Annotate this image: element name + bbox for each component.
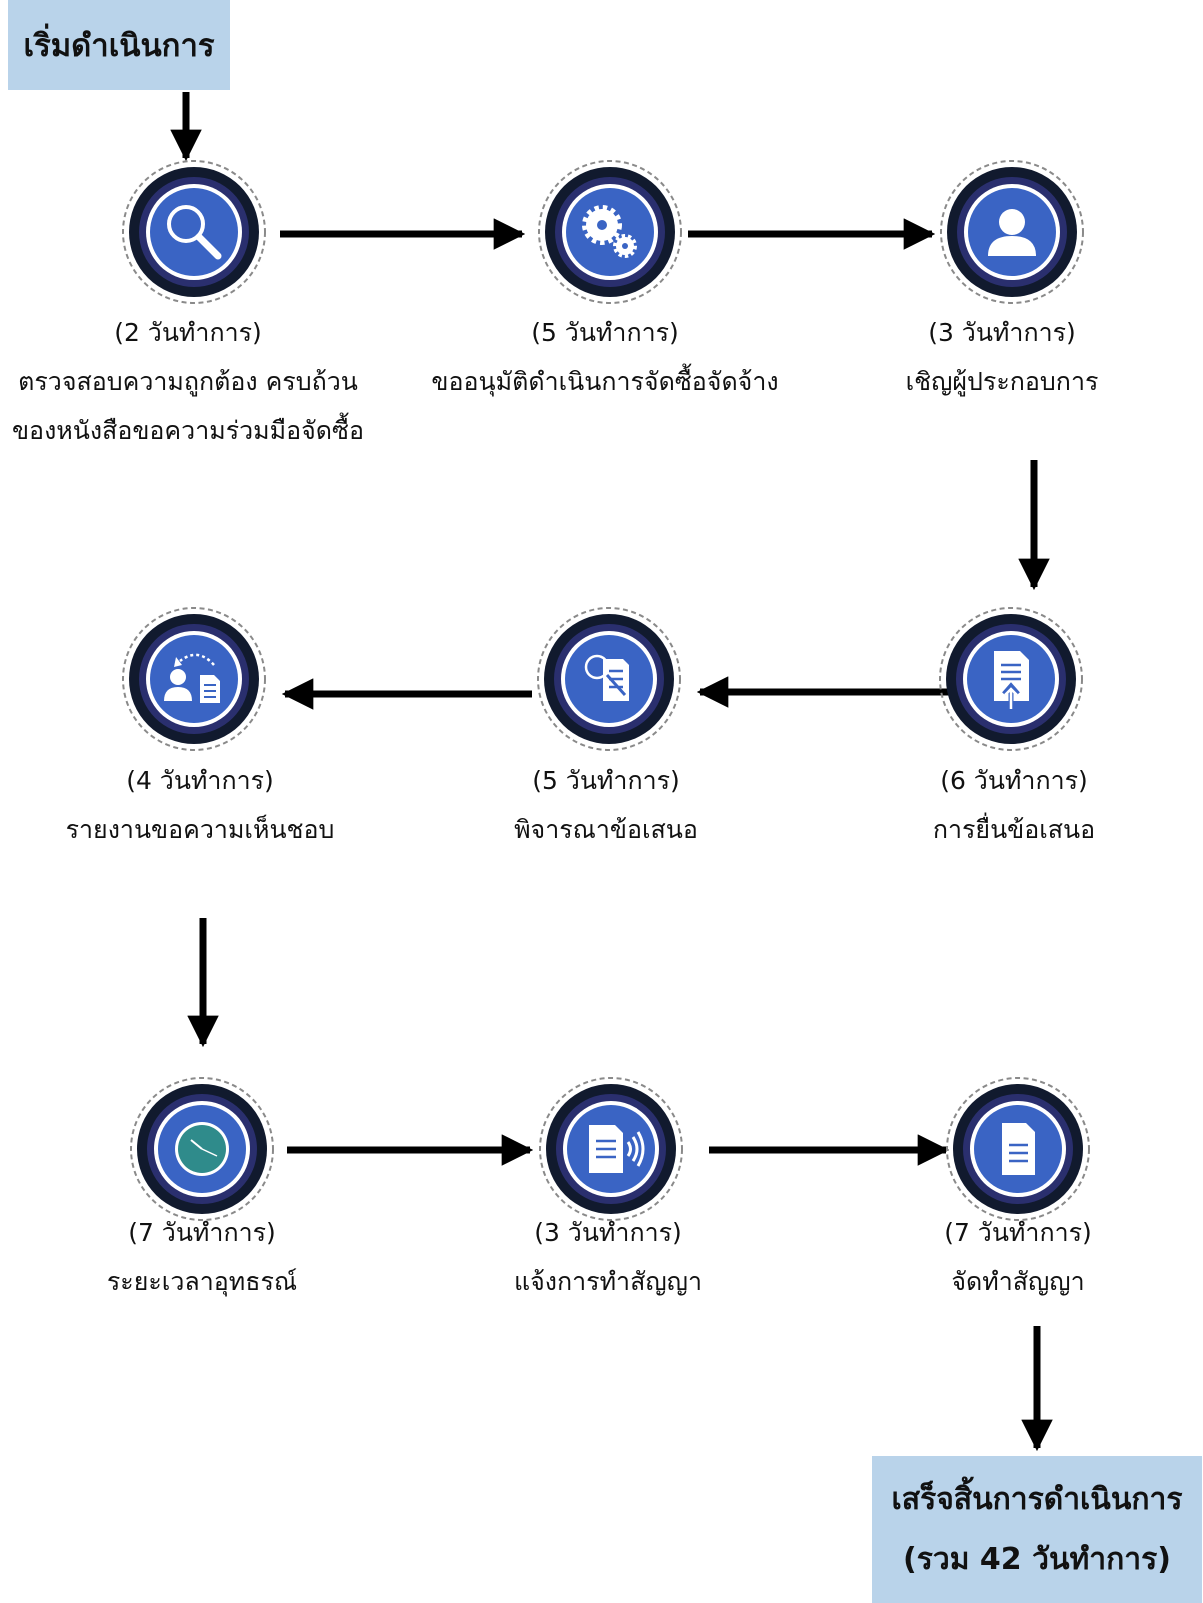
step5-label: (5 วันทำการ) พิจารณาข้อเสนอ xyxy=(406,756,806,854)
step1-label: (2 วันทำการ) ตรวจสอบความถูกต้อง ครบถ้วน … xyxy=(0,308,388,455)
step1-node xyxy=(120,158,268,306)
clock-icon xyxy=(175,1122,229,1176)
end-total-days: (รวม 42 วันทำการ) xyxy=(903,1541,1171,1577)
step-days: (2 วันทำการ) xyxy=(114,318,262,347)
step4-label: (6 วันทำการ) การยื่นข้อเสนอ xyxy=(814,756,1203,854)
document-upload-icon xyxy=(994,651,1029,709)
step-title: ขออนุมัติดำเนินการจัดซื้อจัดจ้าง xyxy=(431,367,779,396)
step-title-line2: ของหนังสือขอความร่วมมือจัดซื้อ xyxy=(11,416,365,445)
step3-label: (3 วันทำการ) เชิญผู้ประกอบการ xyxy=(802,308,1202,406)
step-title: พิจารณาข้อเสนอ xyxy=(514,815,698,844)
step4-node xyxy=(937,605,1085,753)
step8-label: (3 วันทำการ) แจ้งการทำสัญญา xyxy=(408,1208,808,1306)
step7-node xyxy=(128,1075,276,1223)
step-days: (3 วันทำการ) xyxy=(534,1218,682,1247)
step9-node xyxy=(944,1075,1092,1223)
step2-label: (5 วันทำการ) ขออนุมัติดำเนินการจัดซื้อจั… xyxy=(405,308,805,406)
step-title: การยื่นข้อเสนอ xyxy=(932,815,1096,844)
step-title: เชิญผู้ประกอบการ xyxy=(905,367,1099,396)
step7-label: (7 วันทำการ) ระยะเวลาอุทธรณ์ xyxy=(2,1208,402,1306)
end-box: เสร็จสิ้นการดำเนินการ (รวม 42 วันทำการ) xyxy=(872,1456,1202,1603)
step-days: (5 วันทำการ) xyxy=(532,766,680,795)
step-title: แจ้งการทำสัญญา xyxy=(514,1267,702,1296)
end-label: เสร็จสิ้นการดำเนินการ xyxy=(891,1481,1183,1517)
step3-node xyxy=(938,158,1086,306)
step-title: ระยะเวลาอุทธรณ์ xyxy=(106,1267,298,1296)
search-icon xyxy=(167,205,222,260)
step-title: จัดทำสัญญา xyxy=(951,1267,1085,1296)
user-icon xyxy=(988,209,1036,256)
step-days: (4 วันทำการ) xyxy=(126,766,274,795)
step9-label: (7 วันทำการ) จัดทำสัญญา xyxy=(818,1208,1203,1306)
start-label: เริ่มดำเนินการ xyxy=(23,28,215,64)
step-days: (7 วันทำการ) xyxy=(944,1218,1092,1247)
step2-node xyxy=(536,158,684,306)
step6-label: (4 วันทำการ) รายงานขอความเห็นชอบ xyxy=(0,756,400,854)
document-icon xyxy=(1002,1123,1035,1175)
user-document-icon xyxy=(164,653,220,703)
step-days: (3 วันทำการ) xyxy=(928,318,1076,347)
step-days: (7 วันทำการ) xyxy=(128,1218,276,1247)
gears-icon xyxy=(582,205,637,258)
document-review-icon xyxy=(584,654,629,701)
step6-node xyxy=(120,605,268,753)
step-days: (6 วันทำการ) xyxy=(940,766,1088,795)
step-title: ตรวจสอบความถูกต้อง ครบถ้วน xyxy=(18,367,358,396)
step5-node xyxy=(535,605,683,753)
start-box: เริ่มดำเนินการ xyxy=(8,0,230,90)
step-days: (5 วันทำการ) xyxy=(531,318,679,347)
step-title: รายงานขอความเห็นชอบ xyxy=(65,815,335,844)
step8-node xyxy=(537,1075,685,1223)
document-broadcast-icon xyxy=(589,1125,645,1173)
